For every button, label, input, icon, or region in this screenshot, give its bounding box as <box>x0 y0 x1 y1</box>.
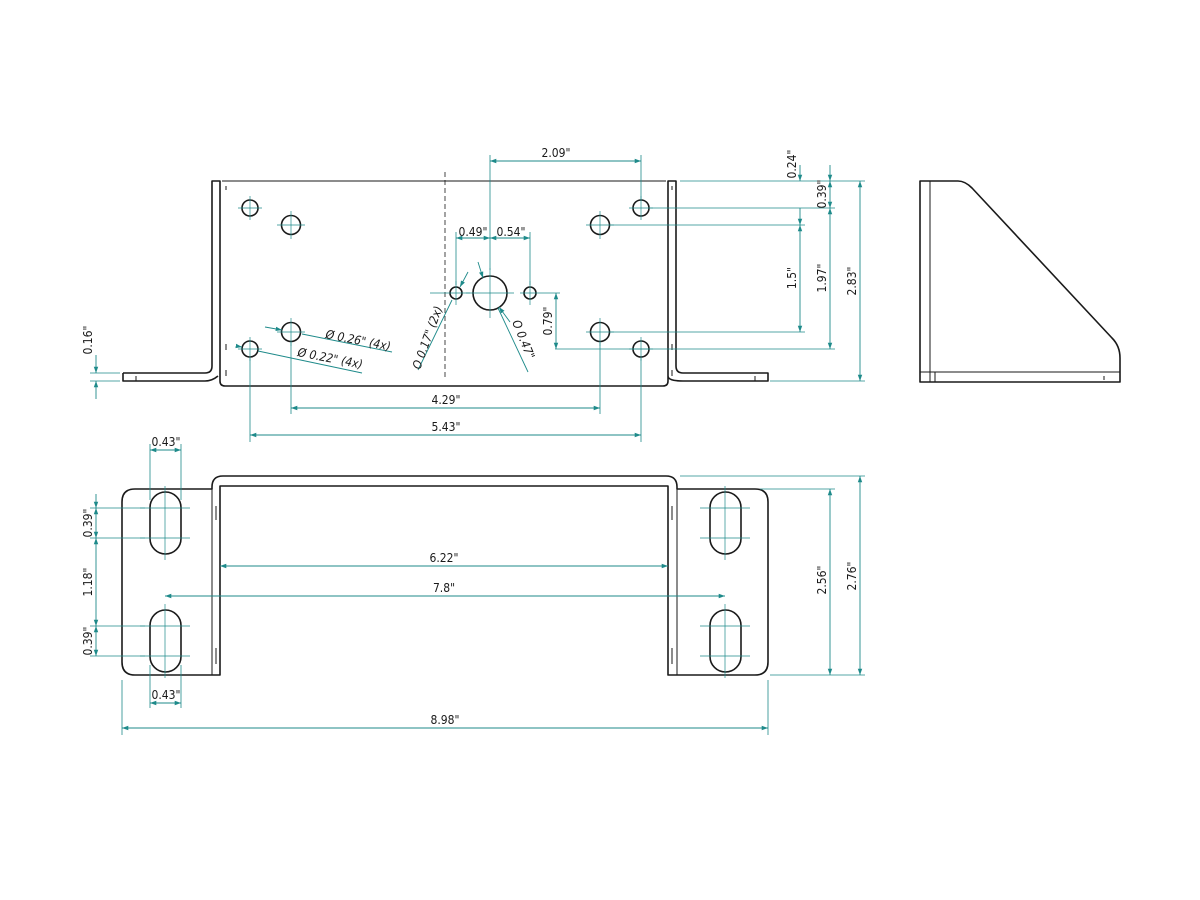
dim-0-43-bottom: 0.43" <box>152 688 181 702</box>
dim-6-22: 6.22" <box>430 551 459 565</box>
slot-right-upper <box>709 491 742 555</box>
callout-o-0-17: O 0.17" (2x) <box>410 304 446 371</box>
dim-2-83: 2.83" <box>845 267 859 296</box>
dim-0-24: 0.24" <box>785 150 799 179</box>
front-view-outline <box>122 180 769 387</box>
dim-0-43-top: 0.43" <box>152 435 181 449</box>
dim-0-39: 0.39" <box>815 180 829 209</box>
dim-8-98: 8.98" <box>431 713 460 727</box>
callout-dia-0-22: Ø 0.22" (4x) <box>295 345 363 372</box>
dim-2-76: 2.76" <box>845 562 859 591</box>
dim-0-54: 0.54" <box>497 225 526 239</box>
top-view-outline <box>121 475 769 676</box>
front-view: 2.09" 0.49" 0.54" 4.29" 5.43" 0.16" <box>81 146 865 442</box>
slot-right-lower <box>709 609 742 673</box>
dim-0-39-upper: 0.39" <box>81 509 95 538</box>
dim-0-39-lower: 0.39" <box>81 627 95 656</box>
side-view <box>919 180 1121 383</box>
dim-0-16: 0.16" <box>81 326 95 355</box>
dim-2-56: 2.56" <box>815 566 829 595</box>
dim-1-5: 1.5" <box>785 267 799 289</box>
dim-0-49: 0.49" <box>459 225 488 239</box>
callout-o-0-47: O 0.47" <box>509 318 537 361</box>
dim-0-79: 0.79" <box>541 307 555 336</box>
top-view: 0.43" 0.43" 0.39" 1.18" 0.39" 6.22" 7.8"… <box>81 435 865 735</box>
callout-dia-0-26: Ø 0.26" (4x) <box>323 327 391 354</box>
dim-7-8: 7.8" <box>433 581 455 595</box>
slot-left-lower <box>149 609 182 673</box>
slot-left-upper <box>149 491 182 555</box>
dim-1-97: 1.97" <box>815 264 829 293</box>
dim-2-09: 2.09" <box>542 146 571 160</box>
dim-1-18: 1.18" <box>81 568 95 597</box>
dim-5-43: 5.43" <box>432 420 461 434</box>
dim-4-29: 4.29" <box>432 393 461 407</box>
